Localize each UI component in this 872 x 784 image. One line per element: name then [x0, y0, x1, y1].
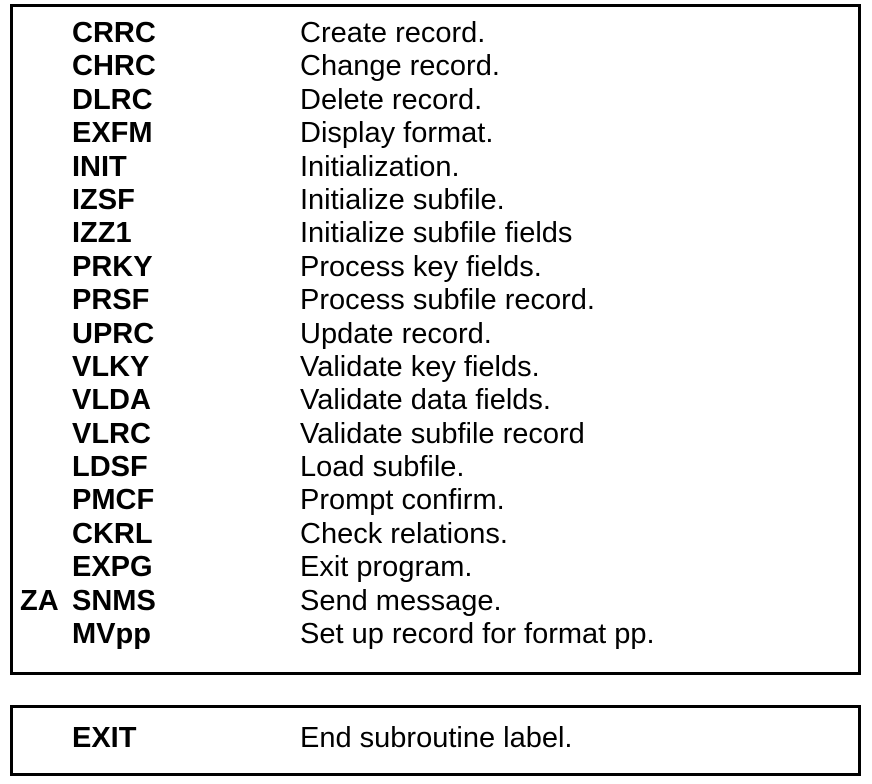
subroutine-prefix: [20, 50, 72, 83]
subroutine-description: Load subfile.: [300, 451, 465, 484]
subroutine-row: UPRC Update record.: [13, 318, 858, 351]
subroutine-description: Initialization.: [300, 150, 460, 183]
subroutine-row: PMCF Prompt confirm.: [13, 484, 858, 517]
subroutine-row: CRRC Create record.: [13, 17, 858, 50]
subroutine-prefix: [20, 117, 72, 150]
subroutine-prefix: [20, 418, 72, 451]
subroutine-row: INIT Initialization.: [13, 151, 858, 184]
subroutine-prefix: [20, 151, 72, 184]
exit-description: End subroutine label.: [300, 722, 573, 754]
subroutine-description: Display format.: [300, 117, 494, 150]
subroutine-code: MVpp: [72, 618, 151, 651]
subroutine-code: CRRC: [72, 17, 156, 49]
subroutine-prefix: [20, 551, 72, 584]
subroutine-row: PRSF Process subfile record.: [13, 284, 858, 317]
subroutine-description: Create record.: [300, 17, 486, 49]
subroutine-prefix: [20, 351, 72, 384]
subroutine-code: SNMS: [72, 584, 156, 617]
subroutine-code: VLDA: [72, 384, 151, 417]
subroutine-description: Validate data fields.: [300, 384, 551, 417]
subroutine-row: VLKY Validate key fields.: [13, 351, 858, 384]
subroutine-prefix: ZA: [20, 584, 59, 617]
subroutine-code: EXPG: [72, 551, 153, 584]
subroutine-row: DLRC Delete record.: [13, 84, 858, 117]
subroutine-description: Validate key fields.: [300, 350, 540, 383]
subroutine-row: IZSF Initialize subfile.: [13, 184, 858, 217]
subroutine-row: VLDA Validate data fields.: [13, 384, 858, 417]
exit-prefix: [20, 722, 72, 755]
subroutine-prefix: [20, 251, 72, 284]
subroutine-description: Initialize subfile fields: [300, 217, 573, 250]
subroutine-description: Set up record for format pp.: [300, 618, 655, 651]
subroutine-row: PRKY Process key fields.: [13, 251, 858, 284]
subroutine-row: IZZ1 Initialize subfile fields: [13, 217, 858, 250]
subroutine-code: DLRC: [72, 83, 153, 116]
subroutine-row: CHRC Change record.: [13, 50, 858, 83]
subroutine-description: Process key fields.: [300, 250, 542, 283]
subroutine-code: VLRC: [72, 417, 151, 450]
subroutine-prefix: [20, 618, 72, 651]
subroutine-codes-panel: CRRC Create record. CHRC Change record. …: [10, 4, 861, 675]
subroutine-row: VLRC Validate subfile record: [13, 418, 858, 451]
subroutine-prefix: [20, 318, 72, 351]
subroutine-prefix: [20, 284, 72, 317]
subroutine-prefix: [20, 184, 72, 217]
subroutine-code: EXFM: [72, 117, 153, 150]
subroutine-description: Prompt confirm.: [300, 484, 505, 517]
subroutine-row: ZA SNMS Send message.: [13, 585, 858, 618]
exit-row: EXIT End subroutine label.: [13, 722, 858, 755]
subroutine-description: Check relations.: [300, 517, 508, 550]
subroutine-code: PMCF: [72, 484, 155, 517]
subroutine-row: EXPG Exit program.: [13, 551, 858, 584]
subroutine-row: LDSF Load subfile.: [13, 451, 858, 484]
subroutine-description: Change record.: [300, 50, 500, 83]
subroutine-description: Initialize subfile.: [300, 183, 505, 216]
subroutine-description: Delete record.: [300, 83, 483, 116]
subroutine-prefix: [20, 17, 72, 50]
subroutine-prefix: [20, 484, 72, 517]
subroutine-prefix: [20, 84, 72, 117]
subroutine-code: CHRC: [72, 50, 156, 83]
subroutine-code: IZSF: [72, 183, 135, 216]
subroutine-description: Validate subfile record: [300, 417, 585, 450]
subroutine-code: IZZ1: [72, 217, 132, 250]
subroutine-prefix: [20, 217, 72, 250]
subroutine-description: Process subfile record.: [300, 284, 595, 317]
subroutine-prefix: [20, 518, 72, 551]
subroutine-description: Send message.: [300, 584, 502, 617]
subroutine-prefix: [20, 384, 72, 417]
subroutine-row: EXFM Display format.: [13, 117, 858, 150]
subroutine-code: UPRC: [72, 317, 155, 350]
exit-panel: EXIT End subroutine label.: [10, 705, 861, 776]
subroutine-description: Update record.: [300, 317, 492, 350]
subroutine-description: Exit program.: [300, 551, 473, 584]
subroutine-row: CKRL Check relations.: [13, 518, 858, 551]
exit-code: EXIT: [72, 722, 137, 754]
subroutine-row: MVpp Set up record for format pp.: [13, 618, 858, 651]
subroutine-code: VLKY: [72, 350, 150, 383]
subroutine-prefix: [20, 451, 72, 484]
subroutine-code: PRKY: [72, 250, 153, 283]
subroutine-code: PRSF: [72, 284, 150, 317]
subroutine-code: LDSF: [72, 451, 148, 484]
subroutine-code: CKRL: [72, 517, 153, 550]
subroutine-code: INIT: [72, 150, 127, 183]
